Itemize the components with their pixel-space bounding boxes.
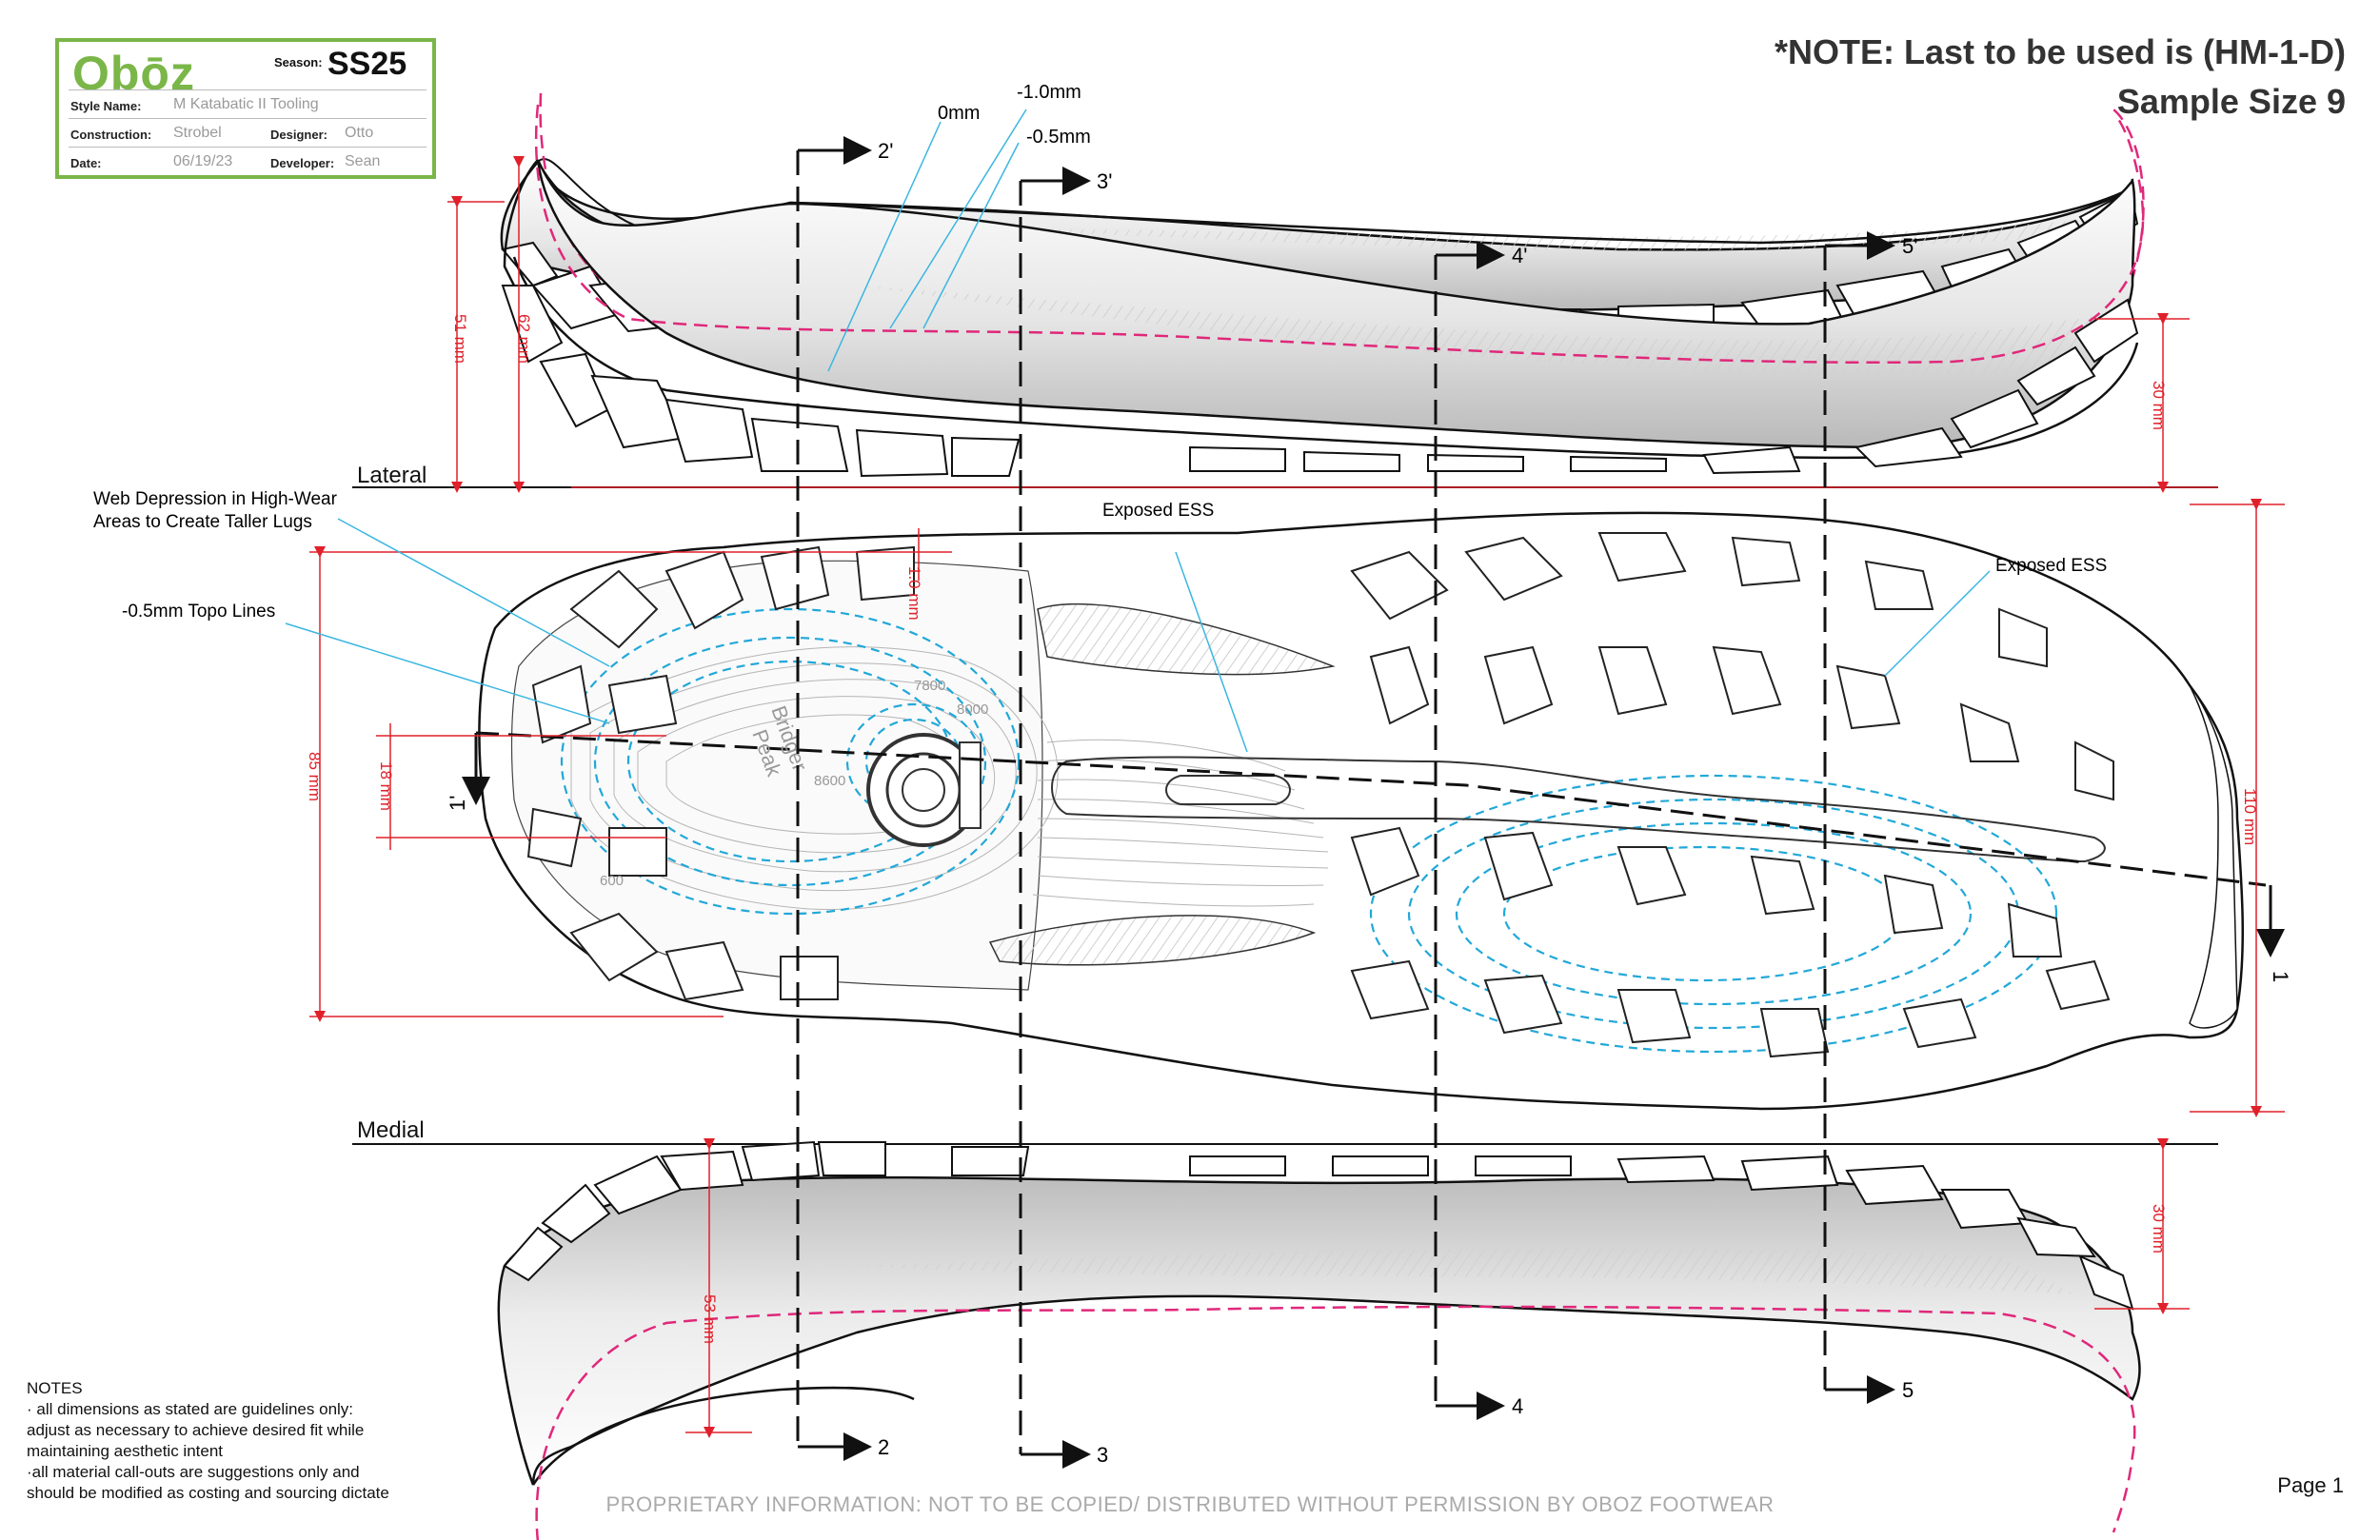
construction-row: Construction: Strobel Designer: Otto [69, 118, 426, 148]
medial-view [352, 1138, 2218, 1540]
med-53-dim: 53 mm [701, 1294, 719, 1344]
medial-midsole [497, 1175, 2141, 1486]
lat-toe-30-dim: 30 mm [2150, 381, 2168, 430]
date-value: 06/19/23 [173, 153, 233, 169]
section-4: 4 [1512, 1394, 1523, 1418]
section-3: 3 [1097, 1443, 1108, 1467]
style-name-label: Style Name: [70, 99, 142, 113]
season-value: SS25 [327, 46, 407, 82]
oboz-logo-mark [866, 733, 982, 847]
section-cut-lines [796, 136, 1895, 1469]
callout-topo-lines: -0.5mm Topo Lines [122, 602, 275, 622]
section-2-prime: 2' [878, 139, 893, 163]
developer-value: Sean [345, 153, 381, 169]
bottom-110-dim: 110 mm [2241, 788, 2259, 845]
section-4-prime: 4' [1512, 244, 1527, 267]
topo-8600: 8600 [814, 773, 845, 789]
proprietary-footer: PROPRIETARY INFORMATION: NOT TO BE COPIE… [605, 1492, 1775, 1516]
section-5-prime: 5' [1902, 234, 1917, 258]
date-row: Date: 06/19/23 Developer: Sean [69, 147, 426, 176]
depth-callout-leaders [827, 109, 1027, 372]
notes-heading: NOTES [27, 1379, 83, 1397]
bottom-view [462, 511, 2285, 1111]
last-note: *NOTE: Last to be used is (HM-1-D) Sampl… [1775, 32, 2346, 122]
designer-label: Designer: [270, 128, 327, 142]
note-4: ·all material call-outs are suggestions … [27, 1463, 360, 1481]
med-toe-30-dim: 30 mm [2150, 1204, 2168, 1254]
topo-7800: 7800 [914, 678, 945, 694]
callout-web-depression-1: Web Depression in High-Wear [93, 489, 338, 509]
callout-minus-half-mm: -0.5mm [1026, 127, 1091, 148]
last-note-line: *NOTE: Last to be used is (HM-1-D) [1774, 32, 2346, 71]
bottom-callout-leaders [285, 518, 1991, 753]
note-3: maintaining aesthetic intent [27, 1442, 224, 1460]
lateral-profile [501, 104, 2145, 478]
callout-0mm: 0mm [938, 103, 980, 124]
construction-label: Construction: [70, 128, 152, 142]
season-label: Season: [274, 55, 323, 69]
title-block: Obōz Season: SS25 Style Name: M Katabati… [55, 38, 436, 179]
bottom-1mm-dim: 1.0 mm [905, 566, 923, 621]
notes-block: NOTES · all dimensions as stated are gui… [27, 1378, 465, 1504]
brand-logo: Obōz [72, 47, 195, 100]
section-3-prime: 3' [1097, 169, 1112, 193]
bottom-18-dim: 18 mm [377, 761, 395, 811]
callout-exposed-ess-2: Exposed ESS [1995, 556, 2107, 576]
topo-lines [570, 646, 1329, 911]
section-5: 5 [1902, 1378, 1914, 1402]
page-number: Page 1 [2277, 1473, 2344, 1497]
sample-size-line: Sample Size 9 [2116, 82, 2346, 121]
note-5: should be modified as costing and sourci… [27, 1484, 389, 1502]
section-1: 1 [2269, 971, 2292, 982]
callout-web-depression-2: Areas to Create Taller Lugs [93, 512, 312, 532]
ess-channel [1051, 756, 2106, 863]
lat-62-dim: 62 mm [515, 314, 533, 364]
lateral-lug-row [501, 285, 2139, 478]
medial-lugs [503, 1140, 2134, 1311]
date-label: Date: [70, 156, 102, 170]
section-1-prime: 1' [446, 796, 469, 811]
developer-label: Developer: [270, 156, 335, 170]
lateral-label: Lateral [357, 463, 426, 488]
bottom-dimensions [309, 499, 2285, 1117]
style-name-row: Style Name: M Katabatic II Tooling [69, 89, 426, 119]
style-name-value: M Katabatic II Tooling [173, 96, 319, 112]
construction-value: Strobel [173, 125, 222, 141]
designer-value: Otto [345, 125, 374, 141]
section-2: 2 [878, 1435, 889, 1459]
lateral-dimensions [447, 156, 2190, 493]
callout-exposed-ess-1: Exposed ESS [1102, 501, 1214, 521]
bottom-85-dim: 85 mm [306, 752, 324, 801]
bottom-lugs [526, 532, 2114, 1058]
topo-600: 600 [600, 873, 624, 889]
lat-51-dim: 51 mm [451, 314, 469, 364]
medial-label: Medial [357, 1117, 425, 1143]
callout-minus-1mm: -1.0mm [1017, 82, 1081, 103]
note-2: adjust as necessary to achieve desired f… [27, 1421, 365, 1439]
section-1-line [475, 731, 2267, 887]
topo-8000: 8000 [957, 701, 988, 718]
note-1: · all dimensions as stated are guideline… [27, 1400, 354, 1418]
